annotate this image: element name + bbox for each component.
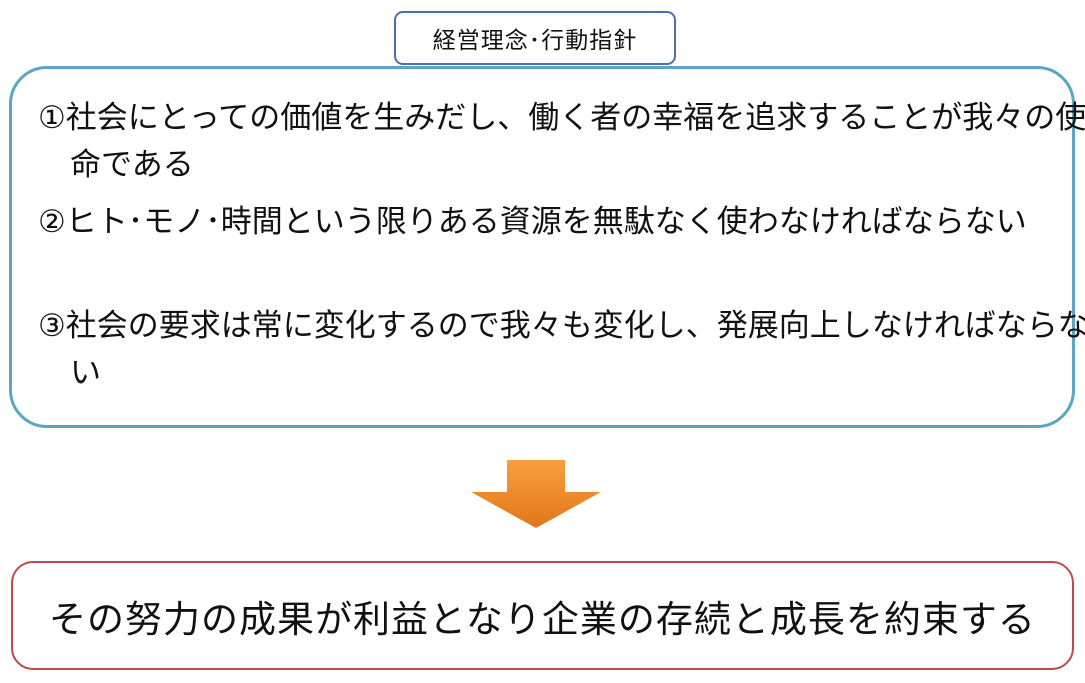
title-label: 経営理念･行動指針 <box>394 11 676 65</box>
principles-box: ①社会にとっての価値を生みだし、働く者の幸福を追求することが我々の使命である ②… <box>9 66 1085 428</box>
result-box: その努力の成果が利益となり企業の存続と成長を約束する <box>11 561 1074 670</box>
principle-1: ①社会にとっての価値を生みだし、働く者の幸福を追求することが我々の使命である <box>38 100 1085 183</box>
principle-2: ②ヒト･モノ･時間という限りある資源を無駄なく使わなければならない <box>38 204 1027 240</box>
principle-3: ③社会の要求は常に変化するので我々も変化し、発展向上しなければならない <box>38 308 1085 391</box>
down-arrow-icon <box>471 460 601 528</box>
